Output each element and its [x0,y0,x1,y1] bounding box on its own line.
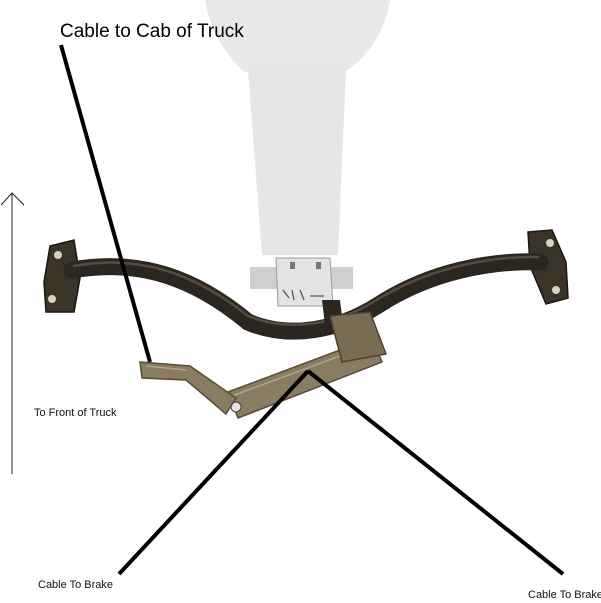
pivot-plate [329,311,388,363]
label-cable-to-brake-right: Cable To Brake [528,589,601,601]
cable-lever [139,361,238,416]
ghost-arm [205,0,390,289]
ghost-arm-top [205,0,390,72]
up-arrow-icon [0,192,25,474]
leader-line-brake-left [117,369,310,576]
crossmember-tube [63,253,549,340]
ghost-arm-shaft [248,70,346,255]
leader-line-brake-right [306,369,565,576]
center-bracket [275,257,334,307]
label-cable-to-cab: Cable to Cab of Truck [60,21,244,42]
label-to-front: To Front of Truck [34,407,117,419]
label-cable-to-brake-left: Cable To Brake [38,579,114,591]
left-mount-plate [43,239,81,313]
leader-line-cab [59,44,152,363]
right-mount-plate [527,229,569,305]
